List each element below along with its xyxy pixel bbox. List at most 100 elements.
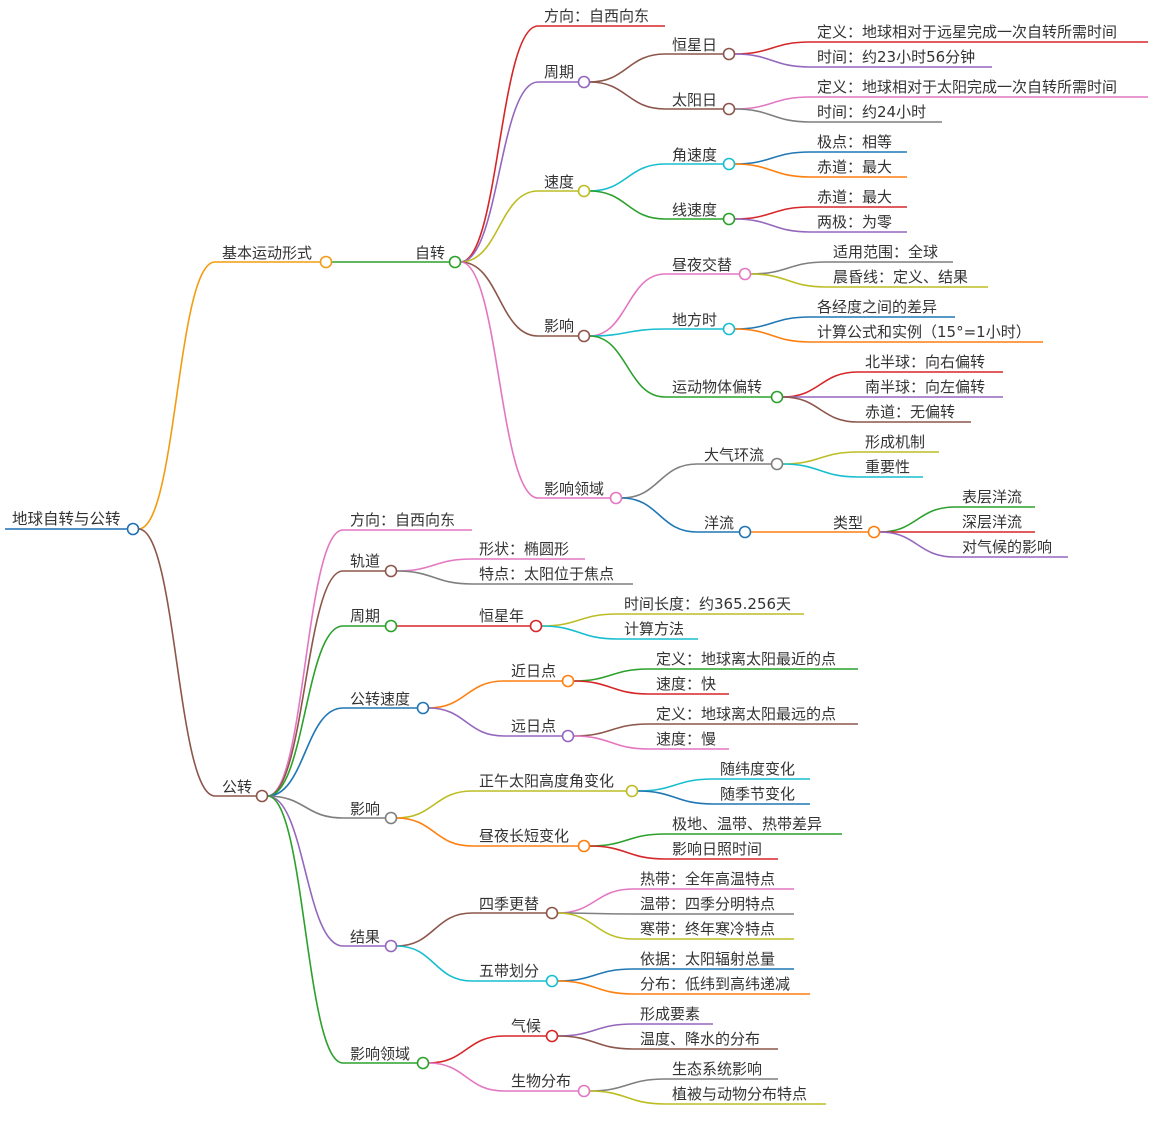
node-root-0-0[interactable]: 自转	[410, 244, 462, 269]
collapse-toggle[interactable]	[561, 674, 575, 688]
collapse-toggle[interactable]	[561, 729, 575, 743]
collapse-toggle[interactable]	[255, 789, 269, 803]
node-root-1-1-1[interactable]: 特点：太阳位于焦点	[472, 565, 633, 585]
node-root-1-5-1[interactable]: 五带划分	[472, 962, 559, 988]
node-root-1-5-0-0[interactable]: 热带：全年高温特点	[633, 870, 794, 890]
node-root-0-0-2-1-1[interactable]: 两极：为零	[810, 213, 907, 233]
collapse-toggle[interactable]	[384, 564, 398, 578]
node-root-1-3[interactable]: 公转速度	[343, 690, 430, 715]
collapse-toggle[interactable]	[545, 974, 559, 988]
collapse-toggle[interactable]	[126, 522, 140, 536]
node-root-0-0-3-1[interactable]: 地方时	[665, 311, 736, 336]
node-root-1-4[interactable]: 影响	[343, 800, 398, 825]
collapse-toggle[interactable]	[722, 102, 736, 116]
node-root-1-3-1-0[interactable]: 定义：地球离太阳最远的点	[649, 705, 858, 725]
node-root-1-6-1-0[interactable]: 生态系统影响	[665, 1060, 778, 1080]
node-root-1-4-0[interactable]: 正午太阳高度角变化	[472, 772, 639, 798]
node-root-1-5-0[interactable]: 四季更替	[472, 895, 559, 920]
collapse-toggle[interactable]	[625, 784, 639, 798]
node-root-1-5-0-2[interactable]: 寒带：终年寒冷特点	[633, 920, 794, 940]
collapse-toggle[interactable]	[384, 811, 398, 825]
collapse-toggle[interactable]	[722, 157, 736, 171]
node-root-1-6[interactable]: 影响领域	[343, 1045, 430, 1070]
node-root-0-0-4-1-0-1[interactable]: 深层洋流	[955, 513, 1035, 533]
node-root-0-0-4-0-0[interactable]: 形成机制	[858, 433, 939, 453]
node-root-1-5-1-0[interactable]: 依据：太阳辐射总量	[633, 950, 794, 970]
node-root-1-3-1[interactable]: 远日点	[504, 717, 575, 743]
node-root-1-2-0-0[interactable]: 时间长度：约365.256天	[617, 595, 804, 615]
collapse-toggle[interactable]	[384, 619, 398, 633]
node-root-0-0-3-2-1[interactable]: 南半球：向左偏转	[858, 378, 1003, 398]
node-root-1-5[interactable]: 结果	[343, 928, 398, 953]
node-root-0-0-2-0-0[interactable]: 极点：相等	[810, 133, 907, 153]
node-root-0[interactable]: 基本运动形式	[215, 244, 333, 269]
node-root-0-0-1-0[interactable]: 恒星日	[665, 36, 736, 61]
node-root-1-2-0-1[interactable]: 计算方法	[617, 620, 698, 640]
node-root-0-0-1-1-1[interactable]: 时间：约24小时	[810, 103, 942, 123]
node-root-1-6-0-1[interactable]: 温度、降水的分布	[633, 1030, 778, 1050]
collapse-toggle[interactable]	[722, 47, 736, 61]
collapse-toggle[interactable]	[577, 1084, 591, 1098]
node-root-0-0-4-1[interactable]: 洋流	[697, 514, 752, 539]
node-root-1-3-0-1[interactable]: 速度：快	[649, 675, 729, 695]
collapse-toggle[interactable]	[416, 1056, 430, 1070]
collapse-toggle[interactable]	[529, 619, 543, 633]
node-root-1-3-1-1[interactable]: 速度：慢	[649, 730, 729, 750]
collapse-toggle[interactable]	[416, 701, 430, 715]
collapse-toggle[interactable]	[577, 184, 591, 198]
node-root-0-0-2[interactable]: 速度	[538, 173, 591, 198]
node-root-0-0-1[interactable]: 周期	[538, 63, 591, 89]
collapse-toggle[interactable]	[545, 1029, 559, 1043]
node-root-0-0-2-0-1[interactable]: 赤道：最大	[810, 158, 907, 178]
node-root-1-6-1-1[interactable]: 植被与动物分布特点	[665, 1085, 826, 1105]
node-root-0-0-3[interactable]: 影响	[538, 317, 591, 343]
node-root-1-3-0-0[interactable]: 定义：地球离太阳最近的点	[649, 650, 858, 670]
node-root-1-1-0[interactable]: 形状：椭圆形	[472, 540, 585, 560]
node-root-0-0-3-0-0[interactable]: 适用范围：全球	[826, 243, 953, 263]
node-root-1-6-0[interactable]: 气候	[504, 1017, 559, 1043]
collapse-toggle[interactable]	[319, 255, 333, 269]
node-root-1-2-0[interactable]: 恒星年	[472, 607, 543, 633]
node-root-1-3-0[interactable]: 近日点	[504, 662, 575, 688]
node-root-0-0-3-2[interactable]: 运动物体偏转	[665, 378, 784, 404]
node-root-1[interactable]: 公转	[215, 778, 269, 803]
node-root-0-0-1-1[interactable]: 太阳日	[665, 91, 736, 116]
collapse-toggle[interactable]	[577, 75, 591, 89]
collapse-toggle[interactable]	[577, 329, 591, 343]
collapse-toggle[interactable]	[770, 390, 784, 404]
node-root-0-0-3-0-1[interactable]: 晨昏线：定义、结果	[826, 268, 988, 288]
node-root-0-0-2-1-0[interactable]: 赤道：最大	[810, 188, 907, 208]
node-root-1-4-1[interactable]: 昼夜长短变化	[472, 827, 591, 853]
collapse-toggle[interactable]	[738, 525, 752, 539]
node-root-1-4-1-0[interactable]: 极地、温带、热带差异	[665, 815, 842, 835]
collapse-toggle[interactable]	[738, 267, 752, 281]
node-root-0-0-4-1-0-0[interactable]: 表层洋流	[955, 488, 1035, 508]
node-root-0-0-3-1-1[interactable]: 计算公式和实例（15°=1小时）	[810, 323, 1043, 343]
node-root-0-0-1-0-1[interactable]: 时间：约23小时56分钟	[810, 48, 992, 68]
node-root-0-0-3-1-0[interactable]: 各经度之间的差异	[810, 298, 955, 318]
node-root-1-6-1[interactable]: 生物分布	[504, 1072, 591, 1098]
node-root-0-0-1-0-0[interactable]: 定义：地球相对于远星完成一次自转所需时间	[810, 23, 1148, 43]
node-root[interactable]: 地球自转与公转	[5, 510, 140, 536]
collapse-toggle[interactable]	[609, 491, 623, 505]
node-root-0-0-2-1[interactable]: 线速度	[665, 201, 736, 226]
node-root-0-0-3-0[interactable]: 昼夜交替	[665, 256, 752, 281]
node-root-0-0-1-1-0[interactable]: 定义：地球相对于太阳完成一次自转所需时间	[810, 78, 1148, 98]
collapse-toggle[interactable]	[545, 906, 559, 920]
collapse-toggle[interactable]	[448, 255, 462, 269]
collapse-toggle[interactable]	[384, 939, 398, 953]
node-root-0-0-4-0[interactable]: 大气环流	[697, 446, 784, 471]
node-root-1-4-1-1[interactable]: 影响日照时间	[665, 840, 778, 860]
collapse-toggle[interactable]	[867, 525, 881, 539]
node-root-1-5-1-1[interactable]: 分布：低纬到高纬递减	[633, 975, 810, 995]
node-root-0-0-0[interactable]: 方向：自西向东	[538, 7, 665, 27]
node-root-0-0-4-1-0-2[interactable]: 对气候的影响	[955, 538, 1068, 558]
node-root-1-1[interactable]: 轨道	[343, 552, 398, 578]
collapse-toggle[interactable]	[722, 212, 736, 226]
node-root-0-0-4-1-0[interactable]: 类型	[826, 514, 881, 539]
collapse-toggle[interactable]	[577, 839, 591, 853]
node-root-0-0-4-0-1[interactable]: 重要性	[858, 458, 923, 478]
node-root-1-2[interactable]: 周期	[343, 607, 398, 633]
node-root-1-6-0-0[interactable]: 形成要素	[633, 1005, 713, 1025]
collapse-toggle[interactable]	[722, 322, 736, 336]
